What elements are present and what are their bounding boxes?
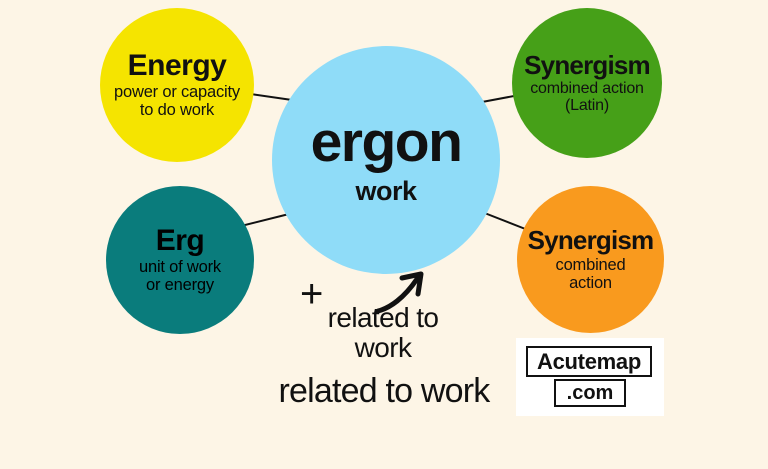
node-energy-subtitle-line1: power or capacity bbox=[114, 83, 240, 102]
node-center-subtitle: work bbox=[355, 176, 417, 207]
node-energy-subtitle-line2: to do work bbox=[139, 100, 215, 119]
node-synergism: Synergism combined action bbox=[517, 186, 664, 333]
related-to-work-small: related to work bbox=[283, 302, 483, 364]
node-synergism-latin: Synergism combined action (Latin) bbox=[512, 8, 662, 158]
node-erg: Erg unit of work or energy bbox=[106, 186, 254, 334]
node-synergism-latin-subtitle-line2: (Latin) bbox=[565, 96, 609, 114]
node-synergism-subtitle: combined action bbox=[556, 257, 626, 291]
node-erg-subtitle-line1: unit of work bbox=[139, 258, 221, 277]
related-small-line1: related to bbox=[327, 302, 439, 333]
node-erg-subtitle: unit of work or energy bbox=[139, 259, 221, 293]
plus-sign: + bbox=[300, 272, 324, 316]
node-synergism-subtitle-line1: combined bbox=[555, 256, 626, 275]
node-synergism-latin-title: Synergism bbox=[524, 49, 651, 80]
node-synergism-latin-subtitle-line1: combined action bbox=[530, 79, 644, 97]
node-synergism-title: Synergism bbox=[527, 225, 655, 256]
node-center-ergon: ergon work bbox=[272, 46, 500, 274]
related-to-work-large: related to work bbox=[278, 372, 491, 410]
logo-name: Acutemap bbox=[526, 346, 652, 377]
node-synergism-subtitle-line2: action bbox=[569, 273, 612, 292]
node-energy-title: Energy bbox=[127, 49, 227, 83]
node-erg-subtitle-line2: or energy bbox=[146, 275, 214, 294]
node-erg-title: Erg bbox=[155, 224, 205, 258]
curved-arrow-icon bbox=[376, 271, 424, 314]
node-center-title: ergon bbox=[310, 110, 463, 175]
logo-tld: .com bbox=[554, 379, 626, 407]
node-synergism-latin-subtitle: combined action (Latin) bbox=[530, 79, 644, 114]
node-energy-subtitle: power or capacity to do work bbox=[114, 84, 240, 118]
acutemap-logo[interactable]: Acutemap .com bbox=[516, 338, 664, 416]
node-energy: Energy power or capacity to do work bbox=[100, 8, 254, 162]
related-small-line2: work bbox=[354, 332, 412, 364]
